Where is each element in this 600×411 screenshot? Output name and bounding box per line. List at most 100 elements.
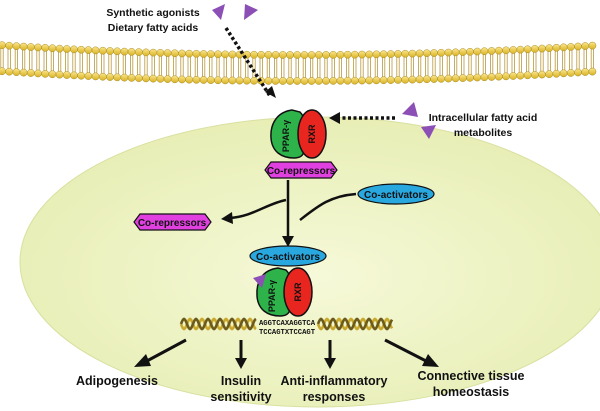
lipid-head — [84, 72, 93, 80]
lipid-head — [286, 77, 294, 85]
lipid-tails — [310, 57, 314, 78]
lipid-tails — [518, 52, 522, 73]
lipid-head — [91, 72, 100, 81]
lipid-tails — [72, 52, 76, 73]
lipid-head — [444, 48, 453, 57]
outcome-insulin-2: sensitivity — [210, 390, 271, 404]
lipid-head — [394, 50, 402, 58]
rxr-label: RXR — [307, 124, 317, 144]
lipid-head — [250, 50, 258, 59]
lipid-head — [199, 50, 208, 58]
lipid-head — [372, 76, 381, 85]
lipid-head — [581, 68, 590, 76]
lipid-tails — [432, 56, 436, 77]
arrow-head-icon — [221, 212, 233, 224]
lipid-head — [221, 50, 230, 59]
lipid-head — [178, 49, 186, 58]
lipid-head — [322, 77, 330, 85]
lipid-tails — [259, 57, 263, 78]
lipid-head — [538, 44, 546, 53]
outcome-connective-2: homeostasis — [433, 385, 509, 399]
lipid-head — [34, 43, 42, 52]
lipid-head — [451, 74, 460, 83]
lipid-head — [437, 74, 446, 83]
lipid-head — [48, 44, 57, 53]
lipid-head — [509, 46, 518, 54]
arrow-head-icon — [422, 354, 439, 367]
coactivators-bound-label: Co-activators — [256, 252, 320, 263]
outcome-connective-1: Connective tissue — [418, 369, 525, 383]
lipid-tails — [86, 53, 90, 74]
lipid-head — [12, 68, 21, 77]
lipid-head — [84, 46, 93, 54]
lipid-head — [314, 51, 323, 59]
lipid-tails — [216, 57, 220, 78]
lipid-head — [0, 41, 6, 50]
lipid-head — [149, 74, 158, 83]
ligand-source-label-1: Synthetic agonists — [106, 7, 200, 19]
outcome-antiinflammatory-2: responses — [303, 390, 366, 404]
lipid-head — [170, 49, 179, 58]
lipid-tails — [209, 57, 213, 78]
lipid-head — [358, 50, 366, 59]
intracellular-label-1: Intracellular fatty acid — [429, 112, 538, 124]
lipid-head — [401, 49, 410, 58]
lipid-head — [566, 69, 575, 77]
lipid-head — [185, 75, 194, 84]
lipid-head — [242, 76, 251, 85]
lipid-head — [350, 76, 359, 85]
lipid-head — [41, 70, 50, 78]
lipid-tails — [547, 51, 551, 72]
lipid-tails — [43, 50, 47, 71]
outcome-arrow — [144, 338, 187, 364]
lipid-head — [365, 50, 374, 59]
lipid-head — [41, 44, 50, 52]
lipid-tails — [302, 57, 306, 78]
lipid-head — [574, 42, 582, 51]
lipid-head — [588, 41, 597, 50]
lipid-tails — [468, 54, 472, 75]
lipid-head — [106, 47, 114, 55]
lipid-tails — [360, 57, 364, 78]
lipid-head — [192, 75, 201, 84]
lipid-tails — [554, 50, 558, 71]
lipid-tails — [50, 51, 54, 72]
lipid-tails — [418, 56, 422, 77]
lipid-tails — [14, 49, 18, 70]
lipid-tails — [439, 55, 443, 76]
lipid-tails — [151, 55, 155, 76]
lipid-tails — [324, 57, 328, 78]
lipid-head — [552, 69, 561, 78]
lipid-head — [473, 47, 482, 56]
lipid-head — [581, 42, 590, 50]
arrow-head-icon — [324, 358, 336, 369]
lipid-tails — [576, 49, 580, 70]
lipid-head — [343, 76, 352, 85]
lipid-tails — [490, 53, 494, 74]
lipid-tails — [461, 55, 465, 76]
lipid-head — [430, 49, 438, 57]
corepressors-bound-box — [264, 161, 338, 179]
lipid-tails — [137, 55, 141, 76]
lipid-tails — [108, 54, 112, 75]
lipid-head — [379, 76, 388, 85]
ligand-triangle-icon — [244, 4, 258, 20]
lipid-head — [278, 77, 287, 85]
arrow-head-icon — [329, 112, 340, 124]
lipid-tails — [410, 56, 414, 77]
lipid-tails — [396, 56, 400, 77]
lipid-tails — [187, 56, 191, 77]
lipid-head — [77, 71, 86, 80]
lipid-tails — [266, 57, 270, 78]
lipid-head — [566, 43, 575, 51]
lipid-head — [343, 50, 352, 59]
lipid-head — [19, 68, 28, 77]
lipid-tails — [144, 55, 148, 76]
lipid-head — [34, 69, 42, 78]
lipid-head — [120, 73, 129, 82]
lipid-tails — [526, 52, 530, 73]
lipid-head — [55, 44, 64, 53]
lipid-tails — [511, 53, 515, 73]
lipid-head — [538, 70, 546, 79]
